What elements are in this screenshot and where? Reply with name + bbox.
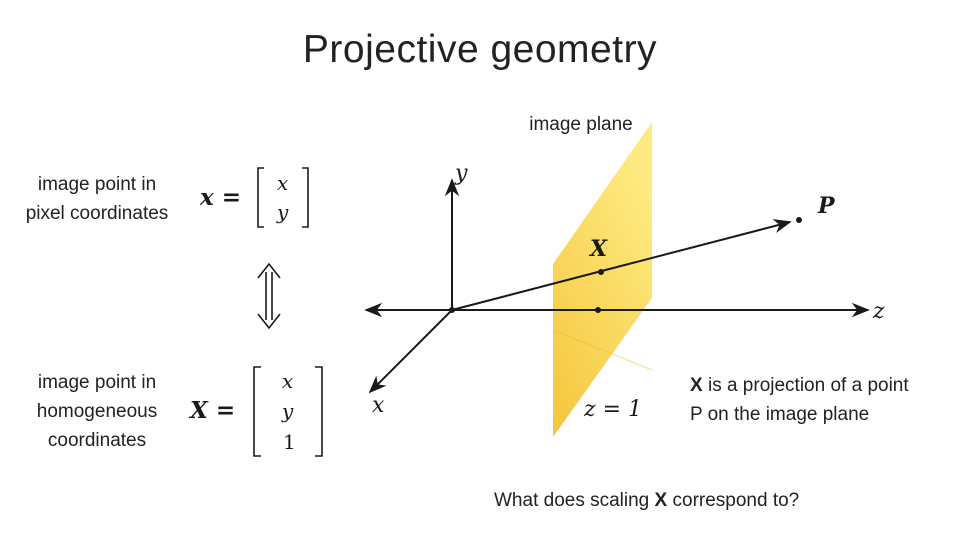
homog-equation-lhs: X = <box>188 397 235 424</box>
slide-title: Projective geometry <box>302 28 658 71</box>
pixel-vector-x: x <box>277 171 288 195</box>
point-x-dot <box>598 269 604 275</box>
image-plane-label: image plane <box>529 114 633 135</box>
pixel-equation-lhs: x = <box>199 184 241 211</box>
point-p-label: P <box>817 193 836 219</box>
scaling-question-x: X <box>654 490 668 511</box>
point-x-label: X <box>588 236 608 262</box>
homog-vector-one: 1 <box>283 430 296 454</box>
plane-equation: z = 1 <box>583 397 642 422</box>
homog-vector-y: y <box>281 399 294 423</box>
homog-label-line-3: coordinates <box>47 430 147 451</box>
projection-ray <box>451 219 792 311</box>
y-axis-label: y <box>454 161 468 186</box>
plane-center-dot <box>595 307 601 313</box>
scaling-question-prefix: What does scaling <box>494 490 655 511</box>
origin-point <box>449 307 455 313</box>
homog-label-line-2: homogeneous <box>36 401 158 422</box>
pixel-vector-y: y <box>276 200 289 224</box>
projection-caption-line-2: P on the image plane <box>690 404 870 425</box>
point-p-dot <box>796 217 802 223</box>
x-axis <box>368 309 453 394</box>
homog-vector-left-bracket <box>253 366 261 457</box>
homog-vector-x: x <box>282 369 293 393</box>
pixel-label-line-2: pixel coordinates <box>25 203 169 224</box>
pixel-label-line-1: image point in <box>37 174 157 195</box>
homog-label-line-1: image point in <box>37 372 157 393</box>
z-axis-label: z <box>872 299 885 324</box>
pixel-vector-left-bracket <box>257 167 264 228</box>
image-plane-shape <box>553 122 652 437</box>
homog-vector-right-bracket <box>315 366 323 457</box>
image-plane-fold-line <box>552 329 653 371</box>
pixel-coordinates-label: image point in pixel coordinates <box>8 170 186 228</box>
projection-caption-line-1: X is a projection of a point <box>690 371 955 400</box>
scaling-question: What does scaling X correspond to? <box>494 486 854 515</box>
equivalence-double-arrow <box>257 262 281 330</box>
x-axis-label: x <box>372 393 385 418</box>
pixel-vector-right-bracket <box>302 167 309 228</box>
scaling-question-suffix: correspond to? <box>667 490 800 511</box>
projection-caption-text: is a projection of a point <box>702 375 909 396</box>
projection-caption-x: X <box>690 375 703 396</box>
homogeneous-coordinates-label: image point in homogeneous coordinates <box>8 368 186 455</box>
projection-caption: X is a projection of a point P on the im… <box>690 371 955 429</box>
